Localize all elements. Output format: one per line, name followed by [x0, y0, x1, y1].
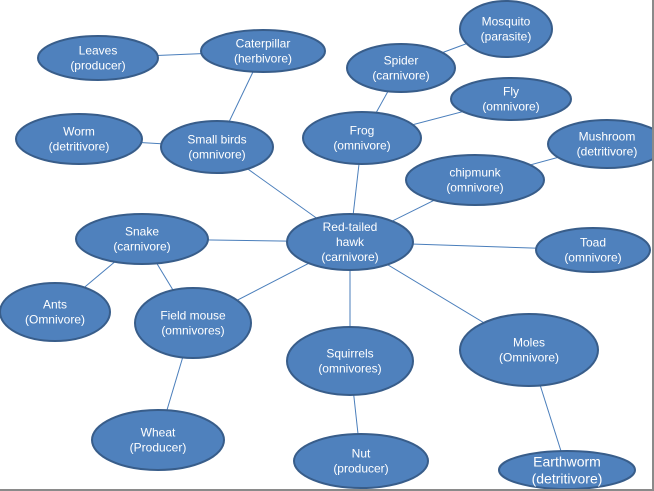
node-label-moles-line-0: Moles [513, 336, 545, 350]
node-label-spider-line-1: (carnivore) [372, 69, 429, 83]
node-ellipse-mushroom [547, 119, 654, 169]
node-label-wheat-line-0: Wheat [141, 426, 176, 440]
node-label-red-tailed-hawk-line-1: hawk [336, 235, 365, 249]
node-label-wheat-line-1: (Producer) [130, 441, 187, 455]
node-label-caterpillar-line-1: (herbivore) [234, 52, 292, 66]
node-label-nut-line-0: Nut [352, 447, 371, 461]
node-ellipse-wheat [91, 409, 225, 471]
node-wheat: Wheat(Producer) [91, 409, 225, 471]
node-label-mosquito-line-1: (parasite) [481, 30, 532, 44]
node-label-fly-line-1: (omnivore) [482, 100, 539, 114]
node-label-red-tailed-hawk-line-0: Red-tailed [323, 220, 378, 234]
node-label-leaves-line-0: Leaves [79, 44, 118, 58]
node-ellipse-caterpillar [200, 29, 326, 73]
node-ellipse-frog [302, 111, 422, 165]
node-label-squirrels-line-0: Squirrels [326, 347, 373, 361]
frame-bottom-edge [0, 489, 654, 491]
node-worm: Worm(detritivore) [15, 113, 143, 165]
node-label-squirrels-line-1: (omnivores) [318, 362, 381, 376]
node-ellipse-moles [459, 313, 599, 387]
node-label-mushroom-line-1: (detritivore) [577, 145, 638, 159]
node-label-snake-line-1: (carnivore) [113, 240, 170, 254]
node-label-spider-line-0: Spider [384, 54, 419, 68]
node-field-mouse: Field mouse(omnivores) [134, 287, 252, 359]
node-ellipse-small-birds [160, 120, 274, 174]
node-leaves: Leaves(producer) [37, 35, 159, 81]
node-label-worm-line-0: Worm [63, 125, 95, 139]
node-label-chipmunk-line-0: chipmunk [449, 166, 501, 180]
node-ellipse-toad [535, 227, 651, 273]
node-label-toad-line-1: (omnivore) [564, 251, 621, 265]
node-caterpillar: Caterpillar(herbivore) [200, 29, 326, 73]
node-label-worm-line-1: (detritivore) [49, 140, 110, 154]
node-label-mushroom-line-0: Mushroom [579, 130, 636, 144]
node-ellipse-mosquito [459, 0, 553, 58]
node-ellipse-leaves [37, 35, 159, 81]
node-ellipse-field-mouse [134, 287, 252, 359]
node-ellipse-fly [450, 77, 572, 121]
node-label-earthworm-line-1: (detritivore) [532, 471, 603, 487]
node-label-moles-line-1: (Omnivore) [499, 351, 559, 365]
node-label-frog-line-1: (omnivore) [333, 139, 390, 153]
node-moles: Moles(Omnivore) [459, 313, 599, 387]
node-nut: Nut(producer) [293, 433, 429, 489]
node-ellipse-spider [346, 43, 456, 93]
node-label-red-tailed-hawk-line-2: (carnivore) [321, 250, 378, 264]
node-mosquito: Mosquito(parasite) [459, 0, 553, 58]
frame-right-edge [652, 0, 654, 491]
node-label-leaves-line-1: (producer) [70, 59, 125, 73]
node-label-caterpillar-line-0: Caterpillar [236, 37, 291, 51]
node-ellipse-squirrels [286, 326, 414, 396]
node-ellipse-worm [15, 113, 143, 165]
node-chipmunk: chipmunk(omnivore) [405, 154, 545, 206]
node-ellipse-red-tailed-hawk [286, 213, 414, 271]
node-ellipse-ants [0, 282, 111, 342]
node-frog: Frog(omnivore) [302, 111, 422, 165]
node-ellipse-snake [75, 213, 209, 265]
node-label-field-mouse-line-1: (omnivores) [161, 324, 224, 338]
node-label-mosquito-line-0: Mosquito [482, 15, 531, 29]
node-label-nut-line-1: (producer) [333, 462, 388, 476]
node-ants: Ants(Omnivore) [0, 282, 111, 342]
node-squirrels: Squirrels(omnivores) [286, 326, 414, 396]
node-label-ants-line-0: Ants [43, 298, 67, 312]
node-label-frog-line-0: Frog [350, 124, 375, 138]
node-spider: Spider(carnivore) [346, 43, 456, 93]
node-toad: Toad(omnivore) [535, 227, 651, 273]
node-label-small-birds-line-0: Small birds [187, 133, 246, 147]
node-label-field-mouse-line-0: Field mouse [160, 309, 226, 323]
node-fly: Fly(omnivore) [450, 77, 572, 121]
node-label-fly-line-0: Fly [503, 85, 519, 99]
node-ellipse-chipmunk [405, 154, 545, 206]
node-ellipse-nut [293, 433, 429, 489]
node-earthworm: Earthworm(detritivore) [498, 450, 636, 490]
node-mushroom: Mushroom(detritivore) [547, 119, 654, 169]
node-snake: Snake(carnivore) [75, 213, 209, 265]
node-label-ants-line-1: (Omnivore) [25, 313, 85, 327]
node-label-toad-line-0: Toad [580, 236, 606, 250]
node-label-snake-line-0: Snake [125, 225, 159, 239]
node-label-earthworm-line-0: Earthworm [533, 454, 601, 470]
node-label-small-birds-line-1: (omnivore) [188, 148, 245, 162]
node-small-birds: Small birds(omnivore) [160, 120, 274, 174]
node-label-chipmunk-line-1: (omnivore) [446, 181, 503, 195]
